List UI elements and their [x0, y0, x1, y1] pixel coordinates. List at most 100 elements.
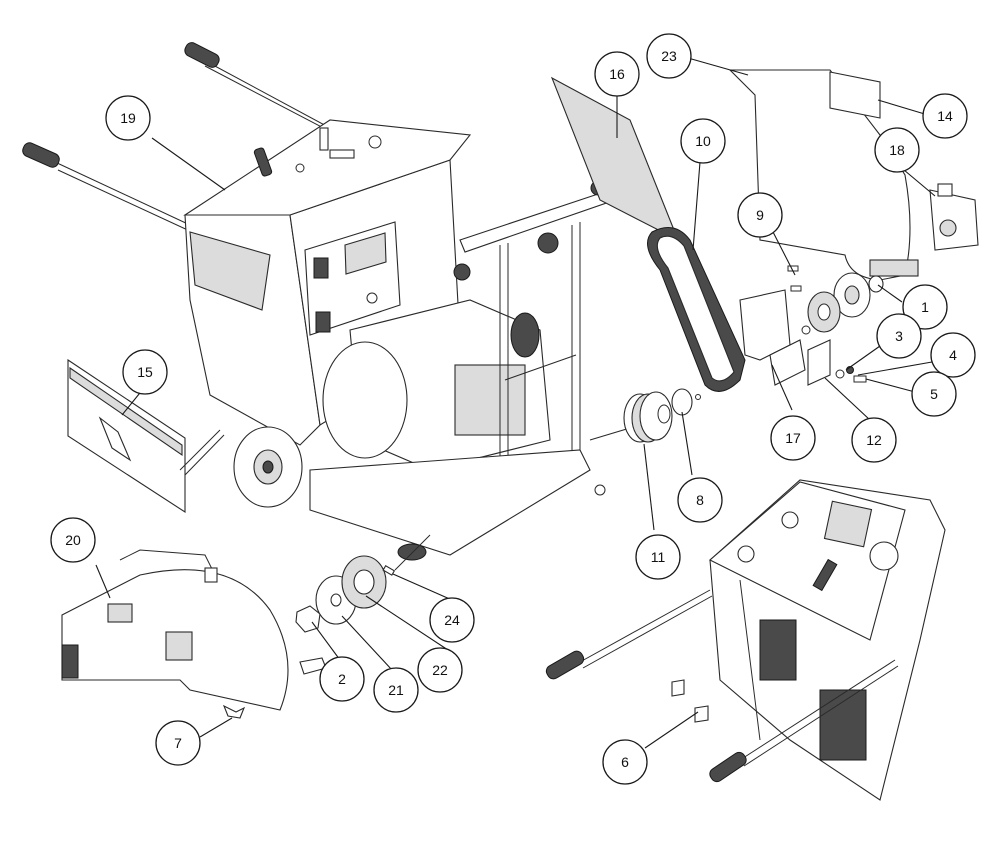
part-12-plate [807, 339, 831, 386]
control-panel-handle-left [545, 589, 713, 680]
handle-bar-upper [184, 42, 336, 135]
callout-12-circle [851, 417, 897, 463]
callout-8-circle [677, 477, 723, 523]
part-3-washer [835, 369, 845, 379]
part-14-decal [829, 71, 881, 119]
callout-2-circle [319, 656, 365, 702]
callout-7: 7 [155, 720, 201, 766]
callout-17-circle [770, 415, 816, 461]
callout-6: 6 [602, 739, 648, 785]
callout-17-label: 17 [785, 430, 801, 446]
callout-10-circle [680, 118, 726, 164]
callout-14-label: 14 [937, 108, 953, 124]
callout-16-label: 16 [609, 66, 625, 82]
part-18-bracket [929, 183, 979, 251]
callout-18-label: 18 [889, 142, 905, 158]
callout-22-circle [417, 647, 463, 693]
callout-16: 16 [594, 51, 640, 97]
callout-18-circle [874, 127, 920, 173]
callout-5-label: 5 [930, 386, 938, 402]
part-23-belt-guard [728, 69, 919, 281]
callout-4-label: 4 [949, 347, 957, 363]
part-20-blade-guard [61, 549, 289, 711]
rear-wheel [233, 426, 303, 508]
part-10-belt [647, 227, 746, 392]
callout-15-circle [122, 349, 168, 395]
callout-1-label: 1 [921, 299, 929, 315]
callout-2: 2 [319, 656, 365, 702]
callout-9-label: 9 [756, 207, 764, 223]
callout-24-circle [429, 597, 475, 643]
callout-9-circle [737, 192, 783, 238]
callout-1-circle [902, 284, 948, 330]
callout-11: 11 [635, 534, 681, 580]
part-8-bushing [671, 388, 701, 416]
mast-frame [453, 180, 616, 495]
callout-6-circle [602, 739, 648, 785]
callout-15-label: 15 [137, 364, 153, 380]
callout-10-label: 10 [695, 133, 711, 149]
leader-lines [95, 57, 936, 749]
callout-8-label: 8 [696, 492, 704, 508]
callout-23: 23 [646, 33, 692, 79]
front-wheel [394, 534, 431, 571]
callout-21: 21 [373, 667, 419, 713]
control-box [304, 221, 401, 336]
callout-21-label: 21 [388, 682, 404, 698]
callout-3-circle [876, 313, 922, 359]
callout-3: 3 [876, 313, 922, 359]
callout-14: 14 [922, 93, 968, 139]
callout-7-label: 7 [174, 735, 182, 751]
callout-1: 1 [902, 284, 948, 330]
callout-5-circle [911, 371, 957, 417]
callout-17: 17 [770, 415, 816, 461]
part-11-pulley [623, 391, 673, 443]
saw-frame-assembly [22, 42, 641, 571]
part-7-clip [222, 704, 246, 719]
callout-24: 24 [429, 597, 475, 643]
callout-4-circle [930, 332, 976, 378]
part-22-flange [341, 555, 387, 609]
callout-9: 9 [737, 192, 783, 238]
callout-14-circle [922, 93, 968, 139]
callout-22: 22 [417, 647, 463, 693]
part-24-pin [382, 565, 396, 576]
callout-12-label: 12 [866, 432, 882, 448]
callout-19-label: 19 [120, 110, 136, 126]
callout-6-label: 6 [621, 754, 629, 770]
callout-12: 12 [851, 417, 897, 463]
callout-19: 19 [105, 95, 151, 141]
callout-20-circle [50, 517, 96, 563]
part-6-decal [671, 679, 709, 723]
callout-23-circle [646, 33, 692, 79]
handle-bar-lower [22, 142, 193, 233]
callout-3-label: 3 [895, 328, 903, 344]
callout-20-label: 20 [65, 532, 81, 548]
callout-16-circle [594, 51, 640, 97]
part-5-bolt [853, 375, 867, 383]
part-9-bolt [787, 265, 802, 292]
callout-5: 5 [911, 371, 957, 417]
control-panel-handle-right [709, 659, 899, 783]
callout-15: 15 [122, 349, 168, 395]
frame-top-deck [183, 119, 472, 216]
part-17-bracket [739, 289, 811, 386]
callout-4: 4 [930, 332, 976, 378]
callout-19-circle [105, 95, 151, 141]
callout-11-label: 11 [651, 549, 666, 565]
callout-22-label: 22 [432, 662, 448, 678]
part-15-blade-flap [67, 358, 225, 514]
part-1-sheave [807, 272, 884, 333]
callout-24-label: 24 [444, 612, 460, 628]
callout-18: 18 [874, 127, 920, 173]
control-panel-assembly [709, 479, 946, 801]
callout-21-circle [373, 667, 419, 713]
callout-2-label: 2 [338, 671, 346, 687]
callout-7-circle [155, 720, 201, 766]
frame-upper-panel [189, 231, 271, 311]
callout-20: 20 [50, 517, 96, 563]
callout-10: 10 [680, 118, 726, 164]
top-controls [253, 127, 382, 177]
callout-23-label: 23 [661, 48, 677, 64]
